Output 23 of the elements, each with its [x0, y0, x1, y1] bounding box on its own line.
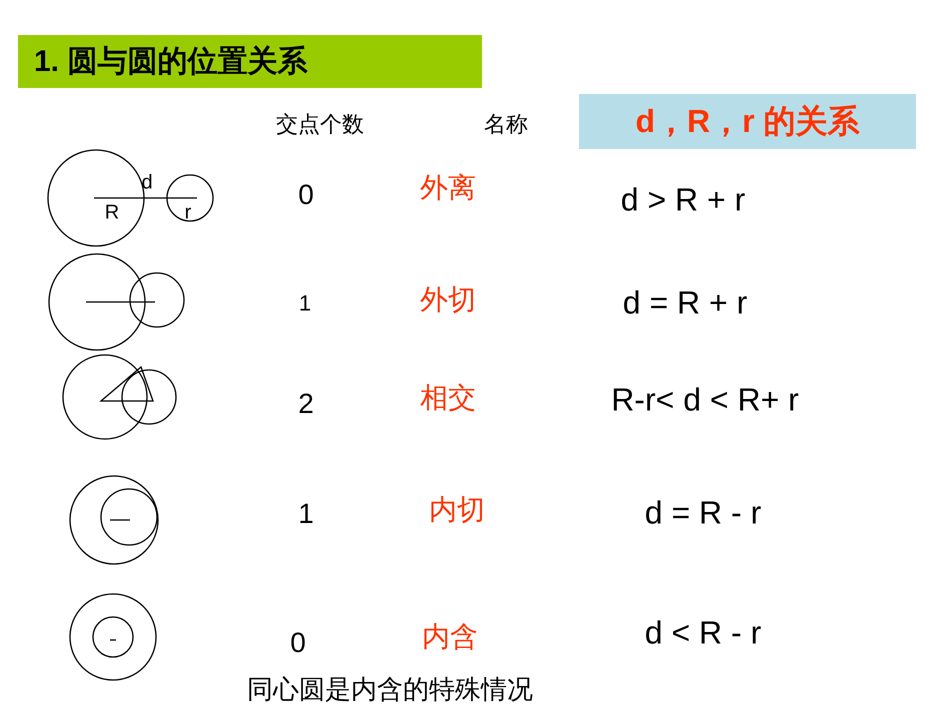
note: 同心圆是内含的特殊情况 — [247, 675, 533, 705]
column-heading: 名称 — [484, 111, 528, 137]
formula: d = R - r — [644, 494, 762, 532]
intersection-count: 1 — [298, 498, 314, 530]
formula: d > R + r — [620, 182, 746, 218]
intersection-count: 0 — [290, 626, 306, 660]
slide-title: 1. 圆与圆的位置关系 — [18, 35, 482, 88]
radius-label: R — [104, 202, 120, 224]
relation-name: 内含 — [422, 620, 478, 654]
relation-name: 外切 — [420, 284, 476, 316]
column-heading: 交点个数 — [276, 111, 364, 137]
formula: d < R - r — [644, 614, 762, 652]
radius-label: r — [184, 202, 192, 224]
column-heading: d，R，r 的关系 — [579, 94, 916, 149]
relation-name: 外离 — [420, 172, 476, 204]
formula: d = R + r — [622, 284, 748, 322]
intersection-count: 1 — [298, 290, 312, 316]
relation-name: 内切 — [429, 494, 485, 526]
distance-label: d — [141, 172, 153, 194]
relation-name: 相交 — [420, 382, 476, 414]
intersection-count: 0 — [298, 178, 314, 212]
intersection-count: 2 — [298, 388, 314, 420]
formula: R-r< d < R+ r — [611, 382, 799, 418]
